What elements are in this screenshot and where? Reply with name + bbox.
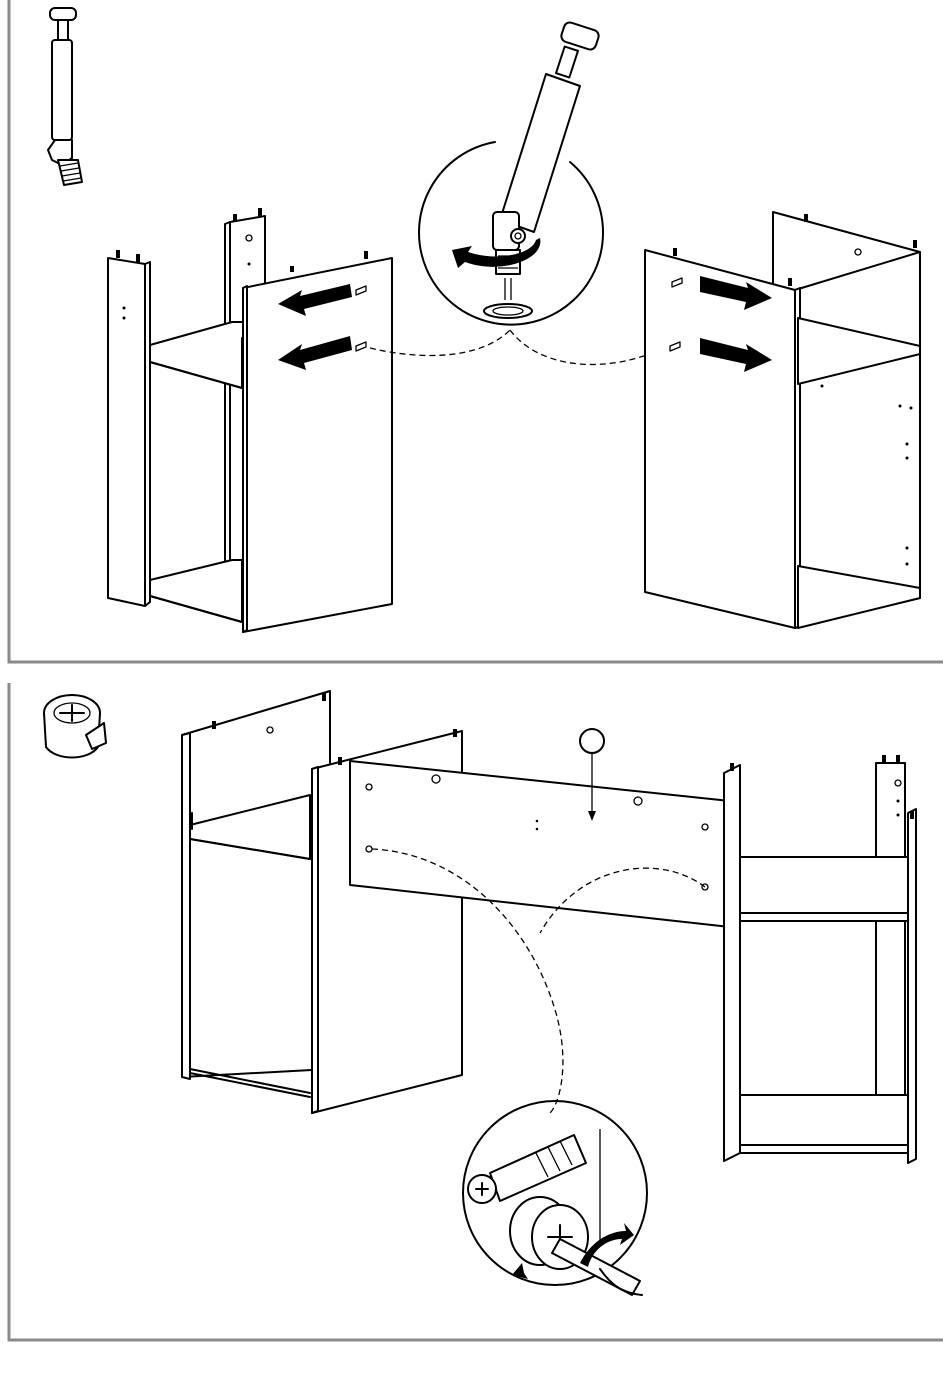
right-cabinet bbox=[645, 212, 920, 628]
right-cabinet bbox=[724, 755, 916, 1163]
detail-circle-step-1 bbox=[419, 21, 603, 325]
cam-lock-nut-icon bbox=[44, 695, 106, 758]
step-1-panel bbox=[0, 0, 950, 665]
left-cabinet bbox=[182, 691, 462, 1113]
cam-lock-bolt-icon bbox=[48, 8, 82, 185]
detail-circle-step-2 bbox=[463, 1101, 647, 1295]
left-cabinet bbox=[108, 208, 392, 632]
step-2-panel bbox=[0, 683, 950, 1343]
